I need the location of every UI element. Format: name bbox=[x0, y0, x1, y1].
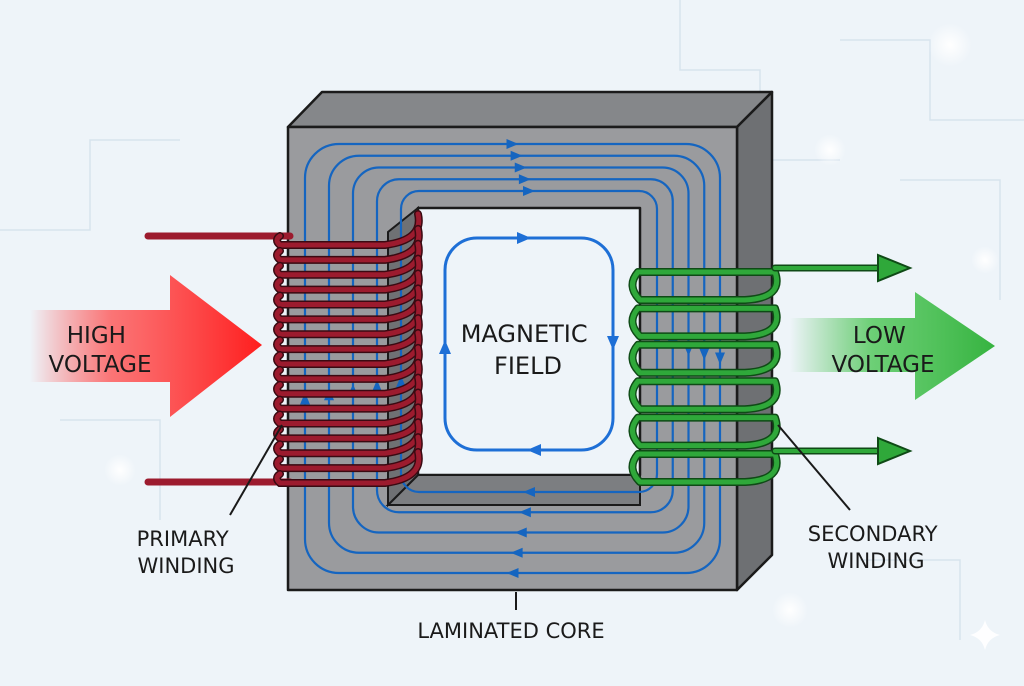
low-voltage-arrow bbox=[790, 292, 995, 400]
secondary-turn bbox=[630, 342, 779, 376]
flux-arrow bbox=[506, 568, 519, 578]
secondary-leader-line bbox=[777, 424, 851, 511]
flux-arrow bbox=[514, 527, 527, 538]
flux-arrow bbox=[510, 547, 523, 558]
flux-arrow bbox=[715, 352, 725, 365]
high-voltage-arrow bbox=[30, 275, 262, 417]
flux-arrow bbox=[396, 375, 406, 388]
high-voltage-label: HIGH VOLTAGE bbox=[48, 323, 151, 378]
flux-arrow bbox=[699, 348, 710, 361]
secondary-lead-bottom-arrowhead bbox=[877, 436, 913, 466]
background-glows bbox=[104, 23, 999, 628]
flux-arrow bbox=[300, 392, 310, 405]
primary-leader-line bbox=[229, 424, 283, 516]
primary-turn bbox=[274, 449, 422, 486]
flux-arrow bbox=[523, 186, 535, 196]
secondary-turn bbox=[630, 305, 779, 339]
secondary-turn bbox=[630, 269, 779, 303]
secondary-lead-top-arrowhead bbox=[877, 253, 913, 283]
primary-winding-label: PRIMARY WINDING bbox=[137, 527, 236, 578]
field-arrow-left bbox=[439, 340, 451, 354]
flux-arrow bbox=[506, 139, 519, 149]
flux-arrow bbox=[518, 174, 531, 185]
flux-arrow bbox=[510, 150, 523, 161]
low-voltage-label: LOW VOLTAGE bbox=[831, 323, 934, 378]
laminated-core-label: LAMINATED CORE bbox=[417, 619, 604, 643]
labels: HIGH VOLTAGE LOW VOLTAGE MAGNETIC FIELD … bbox=[48, 320, 944, 643]
core-window-depth-bottom bbox=[385, 474, 641, 506]
background-circuit bbox=[0, 0, 1024, 640]
flux-arrow bbox=[518, 507, 531, 518]
field-arrow-bottom bbox=[527, 444, 541, 456]
secondary-turn bbox=[630, 378, 779, 412]
flux-arrow bbox=[523, 487, 535, 497]
secondary-winding bbox=[628, 253, 913, 486]
primary-winding bbox=[144, 210, 423, 487]
flux-arrow bbox=[372, 379, 382, 392]
secondary-turn bbox=[630, 415, 779, 449]
corner-sparkle-icon bbox=[970, 620, 1000, 650]
field-arrow-top bbox=[517, 232, 531, 244]
magnetic-field-loop bbox=[439, 232, 619, 456]
core-top-face bbox=[286, 90, 774, 129]
secondary-turn bbox=[630, 451, 779, 485]
flux-arrow bbox=[514, 162, 527, 173]
secondary-winding-label: SECONDARY WINDING bbox=[808, 522, 944, 573]
magnetic-field-label: MAGNETIC FIELD bbox=[461, 320, 596, 380]
leader-lines bbox=[229, 424, 851, 610]
field-arrow-right bbox=[607, 336, 619, 350]
